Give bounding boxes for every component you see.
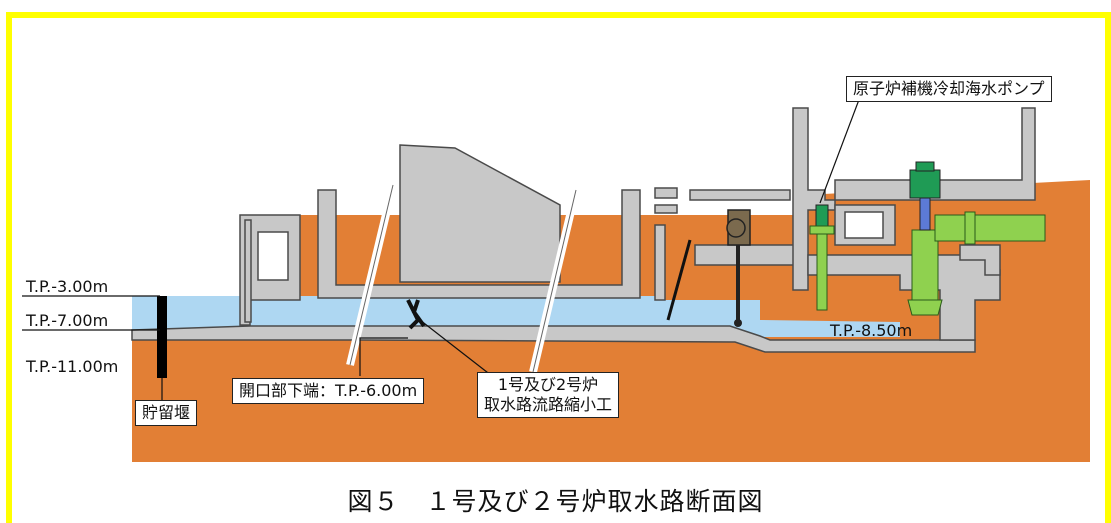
main-pump-coupling bbox=[919, 197, 931, 231]
pump-callout: 原子炉補機冷却海水ポンプ bbox=[846, 76, 1052, 102]
main-pump-motor-cap bbox=[915, 161, 935, 172]
left-structure-window bbox=[257, 231, 289, 281]
leader-pump bbox=[819, 96, 861, 204]
diagonal-rail bbox=[666, 239, 692, 321]
constriction-callout: 1号及び2号炉 取水路流路縮小工 bbox=[477, 372, 620, 418]
left-structure-post bbox=[244, 219, 252, 323]
gate-hoist-wheel bbox=[726, 218, 746, 238]
leader-opening bbox=[359, 337, 408, 376]
frame-left bbox=[6, 12, 12, 523]
level-label-tp-11: T.P.-11.00m bbox=[26, 357, 119, 376]
level-label-tp-7: T.P.-7.00m bbox=[26, 311, 109, 330]
pump-house-right-wall bbox=[959, 244, 1001, 276]
level-label-tp-3: T.P.-3.00m bbox=[26, 277, 109, 296]
main-pump-column bbox=[911, 229, 939, 301]
gate-deck bbox=[694, 244, 796, 266]
constriction-callout-line2: 取水路流路縮小工 bbox=[484, 395, 613, 414]
main-pump-bell bbox=[907, 299, 943, 316]
deck-piece-1 bbox=[654, 187, 678, 199]
deck-piece-4 bbox=[654, 224, 666, 301]
figure-caption: 図５ １号及び２号炉取水路断面図 bbox=[347, 487, 764, 516]
deck-piece-3 bbox=[689, 189, 791, 201]
deck-piece-2 bbox=[654, 204, 678, 214]
main-pump-pipe-horizontal bbox=[934, 214, 1046, 242]
main-pump-motor bbox=[909, 169, 941, 199]
gate-foot bbox=[734, 319, 742, 327]
aux-pump-body bbox=[816, 227, 828, 311]
storage-weir bbox=[157, 296, 167, 378]
main-pump-flange bbox=[964, 211, 976, 245]
left-strut-edge bbox=[349, 184, 394, 366]
screen-housing bbox=[399, 144, 561, 283]
aux-pump-flange bbox=[809, 225, 835, 235]
aux-pump-motor bbox=[815, 204, 829, 228]
leader-constriction bbox=[419, 319, 493, 377]
opening-callout: 開口部下端：T.P.-6.00m bbox=[232, 378, 425, 404]
frame-top bbox=[6, 12, 1111, 18]
basin-wall bbox=[317, 189, 641, 299]
right-strut-edge bbox=[532, 189, 577, 373]
constriction-device bbox=[406, 299, 426, 330]
level-label-tp-8-5: T.P.-8.50m bbox=[830, 321, 913, 340]
weir-callout: 貯留堰 bbox=[135, 400, 198, 426]
constriction-callout-line1: 1号及び2号炉 bbox=[497, 375, 599, 394]
frame-right bbox=[1105, 12, 1111, 523]
pump-house-room-1-window bbox=[844, 211, 884, 239]
